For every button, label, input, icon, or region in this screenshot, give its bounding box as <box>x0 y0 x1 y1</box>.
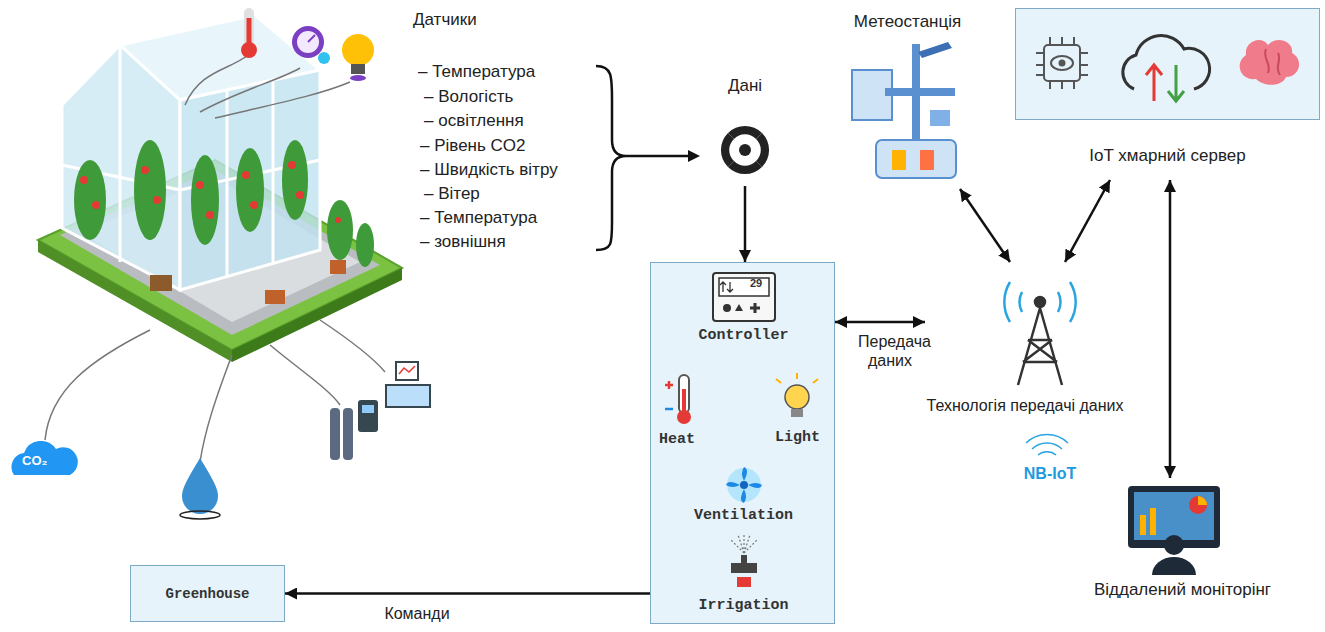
node-text: Heat <box>659 431 695 448</box>
sensor-label: – зовнішня <box>420 232 506 252</box>
co2-cloud-icon <box>11 441 77 475</box>
monitoring-icon <box>1128 486 1220 575</box>
node-text: IoT хмарний сервер <box>1015 146 1320 166</box>
water-tank-icon <box>386 362 430 407</box>
station-node: Метеостанція <box>845 4 970 189</box>
node-text: Дані <box>700 76 790 96</box>
node-text: Light <box>775 429 820 446</box>
sensor-label: – Вологість <box>424 87 513 107</box>
node-text: Метеостанція <box>845 12 970 32</box>
node-text: Віддалений моніторінг <box>1060 580 1305 600</box>
thermometer-icon <box>241 8 257 58</box>
node-text: Технологія передачі даних <box>925 396 1125 416</box>
node-text: Irrigation <box>651 597 836 614</box>
connector <box>1065 180 1110 262</box>
connector <box>285 592 650 595</box>
greenhouse-box: Greenhouse <box>130 565 285 622</box>
node-text: Greenhouse <box>165 586 249 602</box>
edge-label: Передача даних <box>858 332 922 370</box>
icon-label: 29 <box>750 276 762 290</box>
bulb-icon <box>342 34 374 81</box>
sensor-label: – Температура <box>418 62 535 82</box>
sensor-label: – Швидкість вітру <box>420 160 558 180</box>
node-text: NB-IoT <box>1005 464 1095 484</box>
cloud-icons <box>1016 9 1321 121</box>
sensor-label: – Рівень CO2 <box>420 136 526 156</box>
connector <box>960 189 1010 262</box>
sensor-label: – освітлення <box>424 111 524 131</box>
connector <box>1169 180 1172 478</box>
humidity-icon <box>180 458 220 519</box>
icon-label: CO₂ <box>22 454 47 468</box>
monitoring-node: Віддалений моніторінг <box>1060 478 1305 606</box>
node-text: Ventilation <box>651 507 836 524</box>
data-node: Дані <box>700 74 790 186</box>
edge-label: Команди <box>372 604 462 623</box>
controller-panel: ControllerHeat LightVentilationIrrigation <box>650 262 835 624</box>
ph-probe-icon <box>330 400 378 460</box>
sensor-label: – Температура <box>420 208 537 228</box>
transmission-node: Технологія передачі данихNB-IoT <box>925 262 1125 497</box>
connector <box>744 186 747 262</box>
data-icon <box>721 126 769 174</box>
server-box <box>1015 8 1320 120</box>
gauge-icon <box>292 26 330 64</box>
weather-station-icon <box>852 42 956 178</box>
sensor-bracket <box>596 66 626 250</box>
wireless-icon <box>1026 434 1068 455</box>
sensor-label: – Вітер <box>424 184 480 204</box>
connector <box>835 321 925 324</box>
node-text: Controller <box>651 327 836 344</box>
greenhouse-illustration <box>38 15 402 362</box>
tower-icon <box>1004 282 1075 385</box>
cloud-server-node: IoT хмарний сервер <box>1015 8 1320 180</box>
sensor-label: Датчики <box>413 10 477 30</box>
